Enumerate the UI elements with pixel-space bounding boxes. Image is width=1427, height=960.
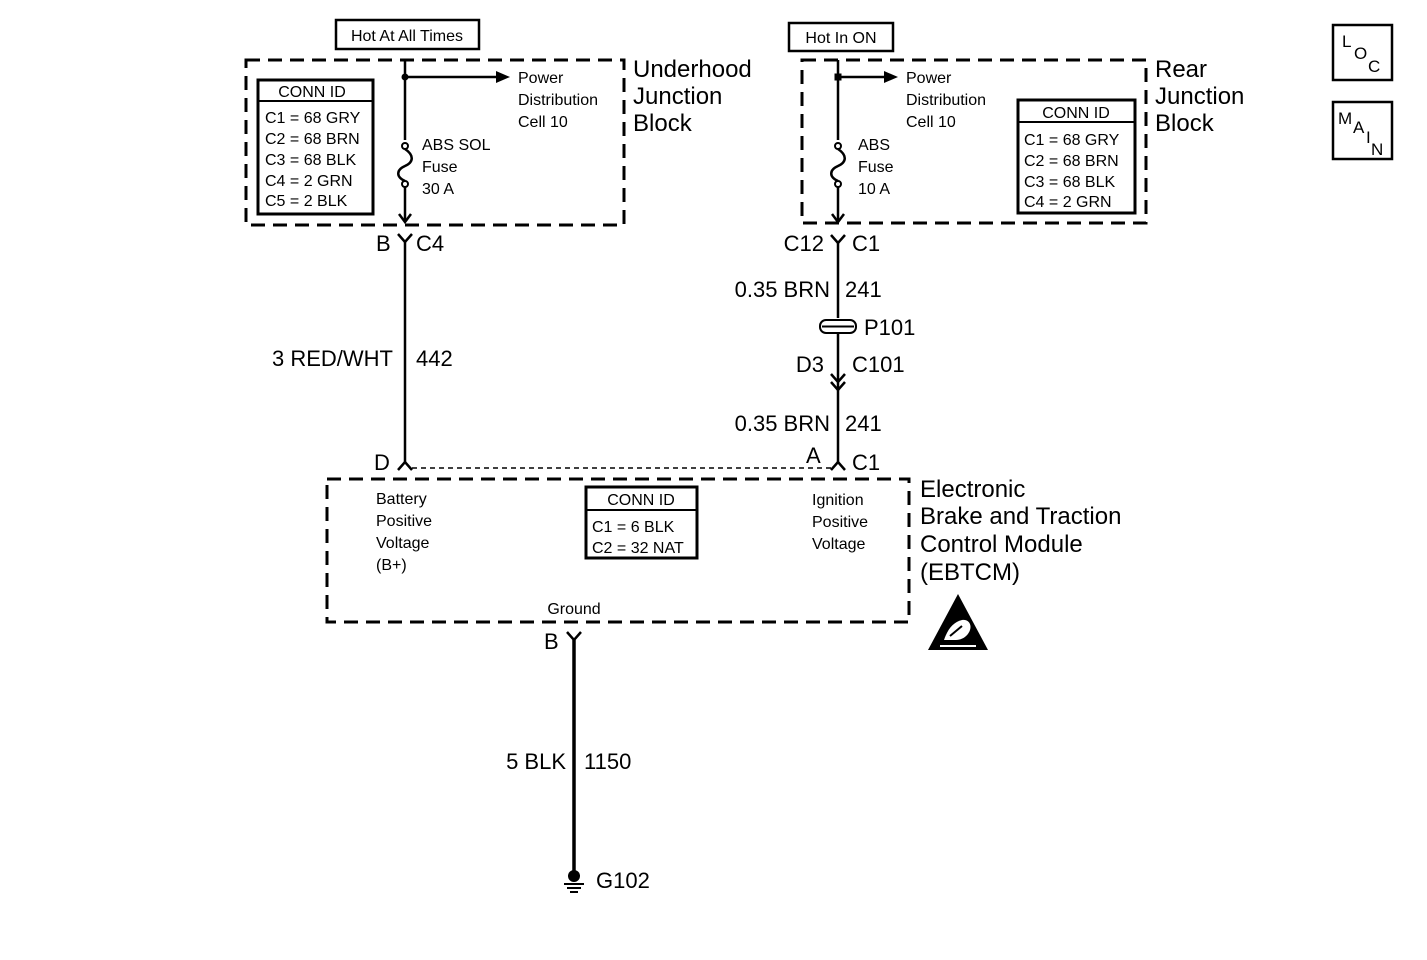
underhood-power-line1: Power [518, 70, 564, 87]
rear-down-arrow-icon [831, 213, 845, 225]
ebtcm-pin-b: B [544, 629, 559, 654]
esd-warning-icon [928, 594, 988, 650]
rear-junction-block: Rear Junction Block CONN ID C1 = 68 GRY … [800, 56, 1244, 225]
underhood-junction-block: Underhood Junction Block CONN ID C1 = 68… [244, 56, 752, 227]
ebtcm-battery-line3: Voltage [376, 535, 429, 552]
inline-connector-c101: D3 C101 [796, 352, 905, 392]
ebtcm-battery-line2: Positive [376, 513, 432, 530]
underhood-fuse-label-line1: ABS SOL [422, 137, 491, 154]
hot-at-all-times-label: Hot At All Times [351, 28, 463, 45]
wire-241-bottom-circuit: 241 [845, 411, 882, 436]
rear-conn-item: C2 = 68 BRN [1024, 153, 1119, 170]
rear-conn-item: C3 = 68 BLK [1024, 174, 1116, 191]
rear-conn-item: C4 = 2 GRN [1024, 194, 1112, 211]
ebtcm-ground-label: Ground [547, 601, 600, 618]
underhood-fuse-label-line2: Fuse [422, 159, 458, 176]
rear-power-line1: Power [906, 70, 952, 87]
ebtcm-ignition-line3: Voltage [812, 536, 865, 553]
underhood-conn-item: C5 = 2 BLK [265, 193, 348, 210]
rear-fuse-label-line3: 10 A [858, 181, 890, 198]
underhood-power-line2: Distribution [518, 92, 598, 109]
loc-letter-c: C [1368, 57, 1380, 76]
rear-conn-title: CONN ID [1042, 105, 1110, 122]
underhood-connector-c4: B C4 [376, 231, 444, 256]
main-letter-a: A [1353, 118, 1365, 137]
main-letter-i: I [1366, 128, 1371, 147]
underhood-conn-id-box: CONN ID C1 = 68 GRY C2 = 68 BRN C3 = 68 … [256, 78, 375, 216]
rear-title-line3: Block [1155, 110, 1215, 137]
wire-241-top-circuit: 241 [845, 277, 882, 302]
underhood-conn-item: C4 = 2 GRN [265, 173, 353, 190]
rear-power-line3: Cell 10 [906, 114, 956, 131]
ebtcm-title-line3: Control Module [920, 531, 1083, 558]
rear-fuse-label-line2: Fuse [858, 159, 894, 176]
inline-connector-label: C101 [852, 352, 905, 377]
ebtcm-conn-id-box: CONN ID C1 = 6 BLK C2 = 32 NAT [584, 485, 699, 560]
ebtcm-battery-line1: Battery [376, 491, 427, 508]
rear-connector-label: C1 [852, 231, 880, 256]
abs-sol-fuse-icon [397, 142, 413, 188]
ebtcm-pin-d: D [374, 450, 390, 475]
underhood-pin-b: B [376, 231, 391, 256]
splice-label: P101 [864, 315, 915, 340]
wire-442-circuit: 442 [416, 346, 453, 371]
rear-conn-item: C1 = 68 GRY [1024, 132, 1120, 149]
wire-241-top-gauge-color: 0.35 BRN [735, 277, 830, 302]
wire-1150-circuit: 1150 [584, 749, 631, 774]
rear-pin-c12: C12 [784, 231, 824, 256]
ground-g102-icon [564, 870, 584, 893]
ebtcm-ignition-line2: Positive [812, 514, 868, 531]
rear-title-line1: Rear [1155, 56, 1207, 83]
ebtcm-module: D A C1 Electronic Brake and Traction Con… [325, 443, 1121, 624]
wire-442-gauge-color: 3 RED/WHT [272, 346, 393, 371]
ebtcm-pin-a-icon [830, 460, 846, 471]
loc-letter-o: O [1354, 44, 1367, 63]
rear-power-line2: Distribution [906, 92, 986, 109]
ground-point-label: G102 [596, 868, 650, 893]
hot-in-on-label: Hot In ON [805, 30, 876, 47]
wire-241-bottom-gauge-color: 0.35 BRN [735, 411, 830, 436]
inline-pin-d3: D3 [796, 352, 824, 377]
ebtcm-conn-item: C2 = 32 NAT [592, 540, 684, 557]
loc-letter-l: L [1342, 32, 1351, 51]
main-button[interactable]: M A I N [1331, 100, 1394, 161]
hot-at-all-times-tag: Hot At All Times [334, 18, 481, 51]
rear-title-line2: Junction [1155, 83, 1244, 110]
loc-button[interactable]: L O C [1331, 23, 1394, 82]
underhood-conn-item: C2 = 68 BRN [265, 131, 360, 148]
ebtcm-pin-a: A [806, 443, 821, 468]
ebtcm-conn-item: C1 = 6 BLK [592, 519, 675, 536]
rear-connector-c1: C12 C1 [784, 231, 880, 256]
ebtcm-conn-title: CONN ID [607, 492, 675, 509]
wire-1150-gauge-color: 5 BLK [506, 749, 566, 774]
ebtcm-ignition-line1: Ignition [812, 492, 864, 509]
underhood-power-line3: Cell 10 [518, 114, 568, 131]
ebtcm-title-line4: (EBTCM) [920, 559, 1020, 586]
rear-fuse-label-line1: ABS [858, 137, 890, 154]
ebtcm-title-line1: Electronic [920, 476, 1025, 503]
underhood-title-line2: Junction [633, 83, 722, 110]
ebtcm-title-line2: Brake and Traction [920, 503, 1121, 530]
underhood-conn-title: CONN ID [278, 84, 346, 101]
main-letter-n: N [1371, 140, 1383, 159]
underhood-title-line3: Block [633, 110, 693, 137]
splice-p101-icon [819, 319, 857, 334]
underhood-down-arrow-icon [398, 213, 412, 225]
hot-in-on-tag: Hot In ON [787, 21, 895, 53]
rear-conn-id-box: CONN ID C1 = 68 GRY C2 = 68 BRN C3 = 68 … [1016, 98, 1137, 215]
ebtcm-battery-line4: (B+) [376, 557, 407, 574]
main-letter-m: M [1338, 109, 1352, 128]
underhood-conn-item: C1 = 68 GRY [265, 110, 361, 127]
rear-arrow-icon [884, 71, 898, 83]
underhood-connector-label: C4 [416, 231, 444, 256]
underhood-arrow-icon [496, 71, 510, 83]
ebtcm-pin-d-icon [397, 460, 413, 471]
ebtcm-connector-c1: C1 [852, 450, 880, 475]
underhood-title-line1: Underhood [633, 56, 752, 83]
underhood-conn-item: C3 = 68 BLK [265, 152, 357, 169]
underhood-fuse-label-line3: 30 A [422, 181, 454, 198]
abs-fuse-icon [830, 142, 846, 188]
